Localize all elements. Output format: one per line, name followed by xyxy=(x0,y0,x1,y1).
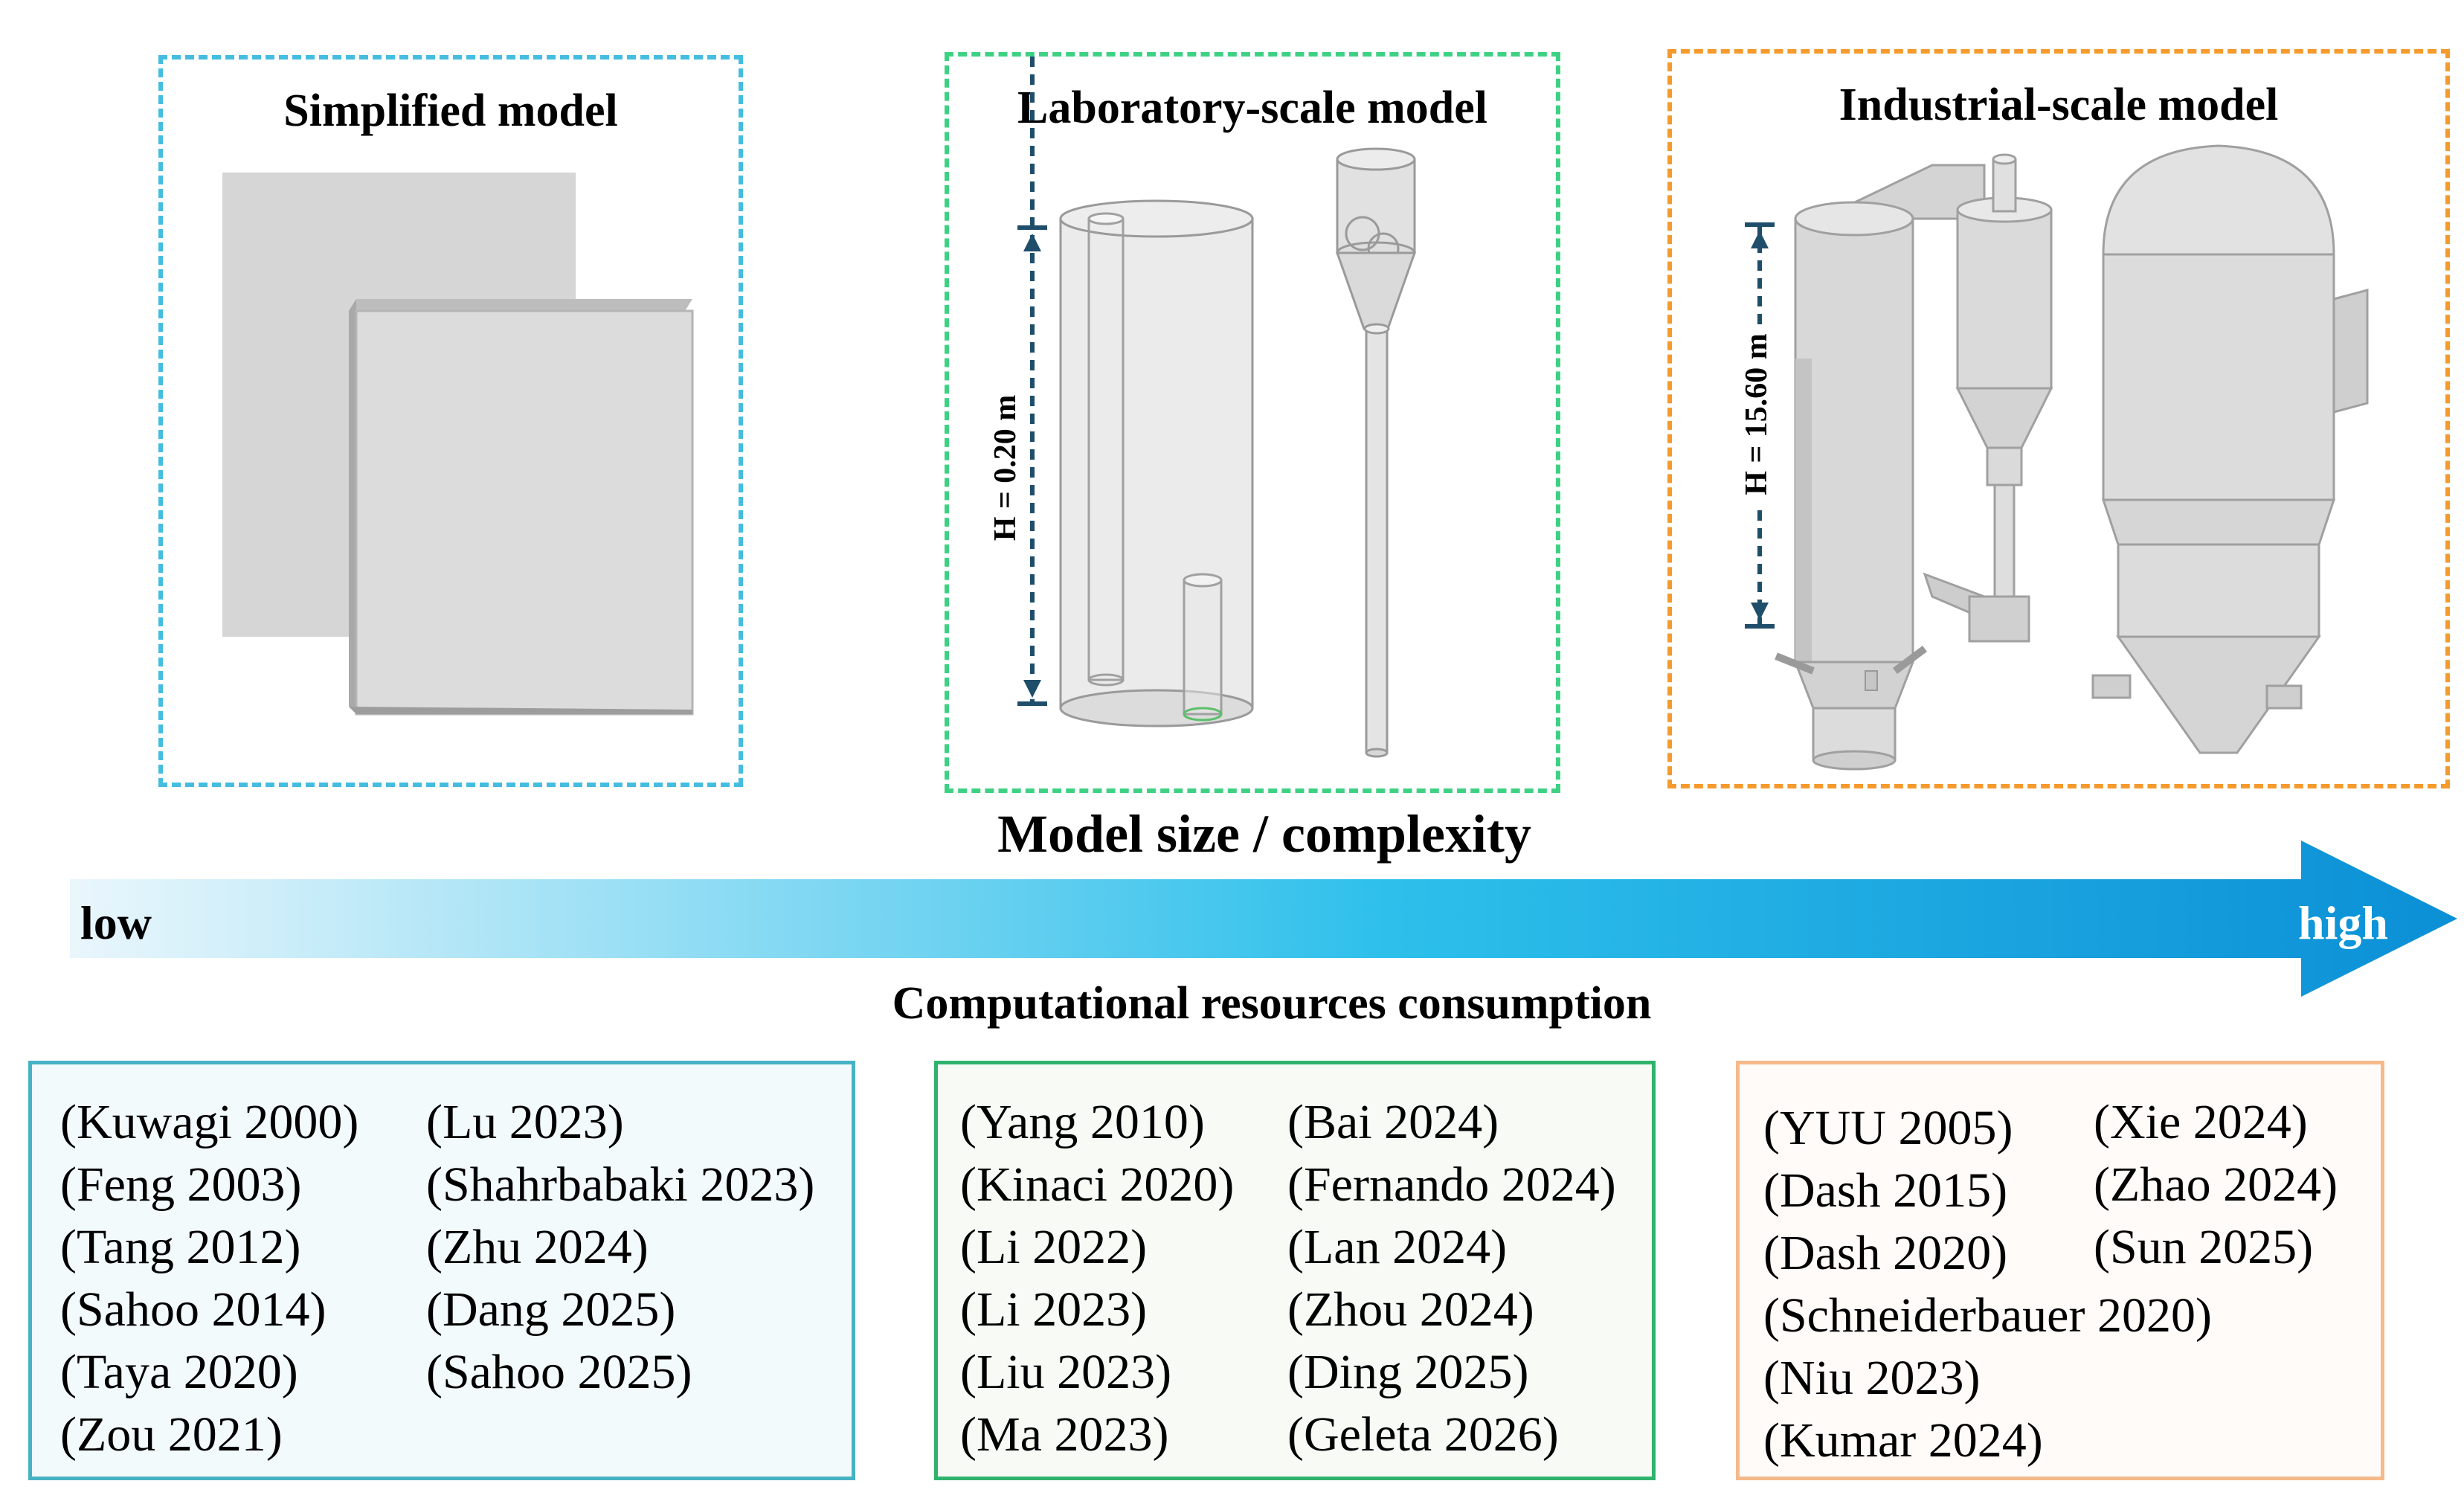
laboratory-model-title: Laboratory-scale model xyxy=(1017,83,1487,133)
reference-item: (Li 2022) xyxy=(960,1220,1148,1274)
industrial-references-col2: (Xie 2024) (Zhao 2024) (Sun 2025) xyxy=(2094,1091,2338,1279)
reference-item: (Tang 2012) xyxy=(60,1220,301,1274)
reference-item: (Dash 2015) xyxy=(1763,1163,2008,1218)
laboratory-references-col2: (Bai 2024) (Fernando 2024) (Lan 2024) (Z… xyxy=(1287,1091,1616,1466)
reference-item: (Shahrbabaki 2023) xyxy=(426,1157,815,1212)
front-plate-bottom-edge xyxy=(349,707,692,714)
industrial-model-illustration xyxy=(1745,144,2369,771)
laboratory-references-box: (Yang 2010) (Kinaci 2020) (Li 2022) (Li … xyxy=(934,1061,1656,1480)
axis-bottom-label: Computational resources consumption xyxy=(892,978,1652,1029)
industrial-model-panel: Industrial-scale model xyxy=(1667,49,2450,788)
laboratory-height-label: H = 0.20 m xyxy=(987,393,1024,542)
reference-item: (Lu 2023) xyxy=(426,1095,624,1149)
reference-item: (Kumar 2024) xyxy=(1763,1413,2043,1468)
reference-item: (Zhou 2024) xyxy=(1287,1282,1534,1337)
reference-item: (Ma 2023) xyxy=(960,1407,1169,1462)
reference-item: (Sahoo 2025) xyxy=(426,1345,692,1399)
laboratory-references-col1: (Yang 2010) (Kinaci 2020) (Li 2022) (Li … xyxy=(960,1091,1234,1466)
reference-item: (Niu 2023) xyxy=(1763,1351,1981,1405)
simplified-model-panel: Simplified model xyxy=(158,55,743,787)
axis-high-label: high xyxy=(2298,896,2388,949)
laboratory-model-illustration xyxy=(1017,57,1417,758)
simplified-references-box: (Kuwagi 2000) (Feng 2003) (Tang 2012) (S… xyxy=(28,1061,855,1480)
reference-item: (Li 2023) xyxy=(960,1282,1148,1337)
reference-item: (Xie 2024) xyxy=(2094,1095,2308,1149)
reference-item: (Feng 2003) xyxy=(60,1157,302,1212)
axis-top-label: Model size / complexity xyxy=(997,804,1531,864)
reference-item: (Zhu 2024) xyxy=(426,1220,649,1274)
reference-item: (Yang 2010) xyxy=(960,1095,1205,1149)
reference-item: (Lan 2024) xyxy=(1287,1220,1508,1274)
reference-item: (YUU 2005) xyxy=(1763,1101,2013,1155)
laboratory-model-panel: Laboratory-scale model H = 0.20 m xyxy=(945,52,1560,793)
reference-item: (Ding 2025) xyxy=(1287,1345,1529,1399)
reference-item: (Zou 2021) xyxy=(60,1407,283,1462)
reference-item: (Zhao 2024) xyxy=(2094,1157,2338,1212)
industrial-references-box: (YUU 2005) (Dash 2015) (Dash 2020) (Schn… xyxy=(1736,1061,2384,1480)
simplified-references-col1: (Kuwagi 2000) (Feng 2003) (Tang 2012) (S… xyxy=(60,1091,358,1466)
industrial-references-col1: (YUU 2005) (Dash 2015) (Dash 2020) (Schn… xyxy=(1763,1097,2212,1472)
reference-item: (Sun 2025) xyxy=(2094,1220,2314,1274)
reference-item: (Kuwagi 2000) xyxy=(60,1095,359,1149)
simplified-model-illustration xyxy=(222,173,694,716)
reference-item: (Schneiderbauer 2020) xyxy=(1763,1288,2212,1343)
axis-low-label: low xyxy=(80,896,152,949)
reference-item: (Geleta 2026) xyxy=(1287,1407,1559,1462)
reference-item: (Dash 2020) xyxy=(1763,1226,2008,1280)
simplified-model-title: Simplified model xyxy=(283,86,618,136)
front-plate-side-edge xyxy=(349,299,356,707)
reference-item: (Taya 2020) xyxy=(60,1345,298,1399)
reference-item: (Fernando 2024) xyxy=(1287,1157,1616,1212)
reference-item: (Liu 2023) xyxy=(960,1345,1172,1399)
reference-item: (Sahoo 2014) xyxy=(60,1282,327,1337)
front-plate-top-edge xyxy=(349,299,692,311)
industrial-model-title: Industrial-scale model xyxy=(1839,80,2279,130)
reference-item: (Bai 2024) xyxy=(1287,1095,1499,1149)
reference-item: (Dang 2025) xyxy=(426,1282,676,1337)
complexity-arrow xyxy=(70,841,2457,997)
reference-item: (Kinaci 2020) xyxy=(960,1157,1235,1212)
simplified-references-col2: (Lu 2023) (Shahrbabaki 2023) (Zhu 2024) … xyxy=(426,1091,814,1404)
front-plate-face xyxy=(355,309,694,716)
industrial-height-label: H = 15.60 m xyxy=(1738,325,1775,504)
